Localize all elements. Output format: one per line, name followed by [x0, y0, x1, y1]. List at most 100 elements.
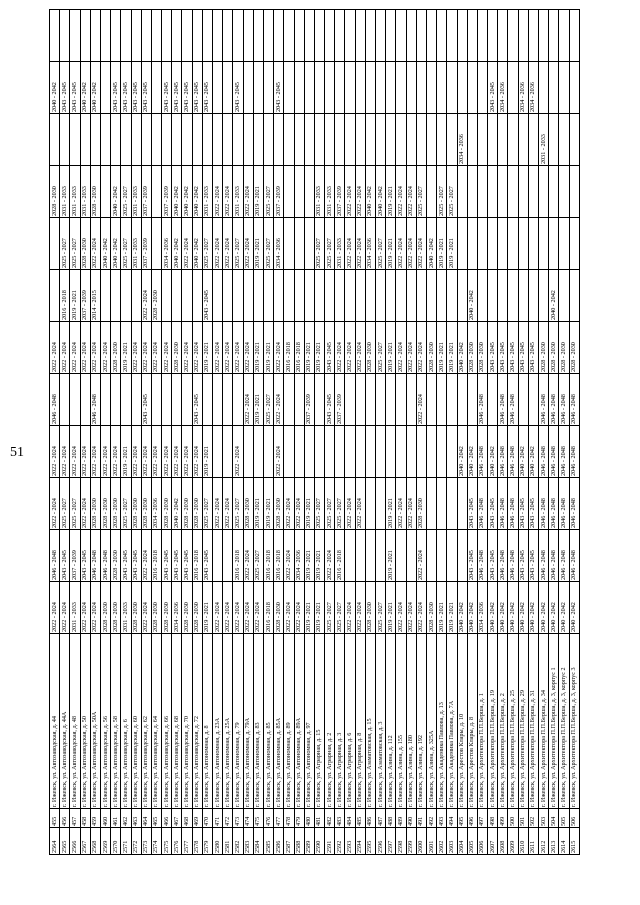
- period-cell: 2016 - 2018: [263, 529, 274, 582]
- period-cell: [294, 165, 305, 218]
- period-cell: [232, 269, 244, 322]
- period-cell: 2022 - 2024: [181, 425, 193, 478]
- period-cell: 2043 - 2045: [487, 321, 498, 374]
- period-cell: 2025 - 2027: [263, 165, 274, 218]
- period-cell: 2022 - 2024: [80, 581, 91, 634]
- row-number-cell: 2565: [59, 827, 70, 855]
- period-cell: 2028 - 2030: [548, 321, 559, 374]
- row-index-cell: 504: [548, 808, 559, 828]
- period-cell: 2022 - 2024: [283, 477, 294, 530]
- period-cell: 2019 - 2021: [253, 373, 264, 426]
- period-cell: 2025 - 2027: [253, 529, 264, 582]
- row-index-cell: 485: [355, 808, 366, 828]
- period-cell: [100, 165, 111, 218]
- period-cell: 2022 - 2024: [100, 425, 111, 478]
- period-cell: [446, 477, 457, 530]
- period-cell: [131, 9, 142, 62]
- row-index-cell: 495: [457, 808, 468, 828]
- period-cell: 2040 - 2042: [171, 217, 182, 270]
- row-index-cell: 470: [202, 808, 213, 828]
- period-cell: [406, 9, 417, 62]
- period-cell: [212, 9, 223, 62]
- period-cell: 2022 - 2024: [212, 477, 223, 530]
- period-cell: 2037 - 2039: [69, 529, 81, 582]
- address-cell: г. Ижевск, ул. Автономная, д. 83: [253, 633, 264, 809]
- row-index-cell: 460: [100, 808, 111, 828]
- period-cell: 2025 - 2027: [324, 217, 335, 270]
- address-cell: г. Ижевск, ул. Автозаводская, д. 50А: [90, 633, 101, 809]
- row-number-cell: 2597: [385, 827, 396, 855]
- row-number-cell: 2603: [446, 827, 457, 855]
- period-cell: 2022 - 2024: [49, 321, 60, 374]
- period-cell: 2040 - 2042: [100, 217, 111, 270]
- period-cell: [457, 217, 468, 270]
- period-cell: 2046 - 2048: [100, 529, 111, 582]
- row-index-cell: 476: [263, 808, 274, 828]
- row-number-cell: 2602: [436, 827, 447, 855]
- period-cell: 2022 - 2024: [344, 477, 356, 530]
- address-cell: г. Ижевск, ул. Автозаводская, д. 62: [141, 633, 152, 809]
- period-cell: 2022 - 2024: [80, 321, 91, 374]
- address-cell: г. Ижевск, ул. Аграрная, д. 6: [344, 633, 356, 809]
- period-cell: 2025 - 2027: [314, 217, 325, 270]
- period-cell: 2019 - 2021: [385, 165, 396, 218]
- period-cell: 2031 - 2033: [131, 217, 142, 270]
- period-cell: 2028 - 2030: [100, 581, 111, 634]
- period-cell: [100, 373, 111, 426]
- period-cell: [507, 217, 519, 270]
- period-cell: [569, 113, 580, 166]
- period-cell: 2040 - 2042: [528, 581, 539, 634]
- period-cell: [375, 477, 386, 530]
- period-cell: [528, 9, 539, 62]
- period-cell: 2046 - 2048: [477, 425, 488, 478]
- row-number-cell: 2587: [283, 827, 294, 855]
- period-cell: 2040 - 2042: [457, 425, 468, 478]
- period-cell: [487, 9, 498, 62]
- period-cell: 2025 - 2027: [375, 217, 386, 270]
- period-cell: 2014 - 2015: [90, 269, 101, 322]
- period-cell: 2019 - 2021: [436, 581, 447, 634]
- period-cell: [416, 9, 427, 62]
- period-cell: 2022 - 2024: [243, 217, 254, 270]
- period-cell: [477, 61, 488, 114]
- period-cell: 2043 - 2045: [69, 61, 81, 114]
- period-cell: [569, 217, 580, 270]
- period-cell: [446, 529, 457, 582]
- period-cell: [192, 113, 203, 166]
- period-cell: [334, 113, 345, 166]
- period-cell: 2022 - 2024: [395, 581, 407, 634]
- row-number-cell: 2596: [375, 827, 386, 855]
- period-cell: [161, 373, 172, 426]
- period-cell: 2034 - 2036: [161, 217, 172, 270]
- period-cell: [283, 9, 294, 62]
- period-cell: [457, 165, 468, 218]
- row-number-cell: 2594: [355, 827, 366, 855]
- period-cell: 2028 - 2030: [110, 321, 121, 374]
- period-cell: 2019 - 2021: [253, 217, 264, 270]
- period-cell: 2022 - 2024: [273, 321, 284, 374]
- row-index-cell: 459: [90, 808, 101, 828]
- period-cell: 2019 - 2021: [253, 321, 264, 374]
- period-cell: [243, 9, 254, 62]
- period-cell: [80, 113, 91, 166]
- period-cell: 2022 - 2024: [243, 581, 254, 634]
- period-cell: 2022 - 2024: [344, 165, 356, 218]
- row-number-cell: 2581: [222, 827, 233, 855]
- period-cell: [212, 425, 223, 478]
- period-cell: 2031 - 2033: [202, 165, 213, 218]
- period-cell: 2025 - 2027: [324, 477, 335, 530]
- period-cell: 2022 - 2024: [192, 321, 203, 374]
- period-cell: 2019 - 2021: [446, 321, 457, 374]
- period-cell: 2022 - 2024: [80, 477, 91, 530]
- period-cell: 2019 - 2021: [314, 321, 325, 374]
- period-cell: 2028 - 2030: [49, 165, 60, 218]
- period-cell: [538, 165, 549, 218]
- period-cell: 2019 - 2021: [304, 581, 315, 634]
- row-index-cell: 463: [131, 808, 142, 828]
- period-cell: 2025 - 2027: [69, 217, 81, 270]
- row-index-cell: 496: [467, 808, 478, 828]
